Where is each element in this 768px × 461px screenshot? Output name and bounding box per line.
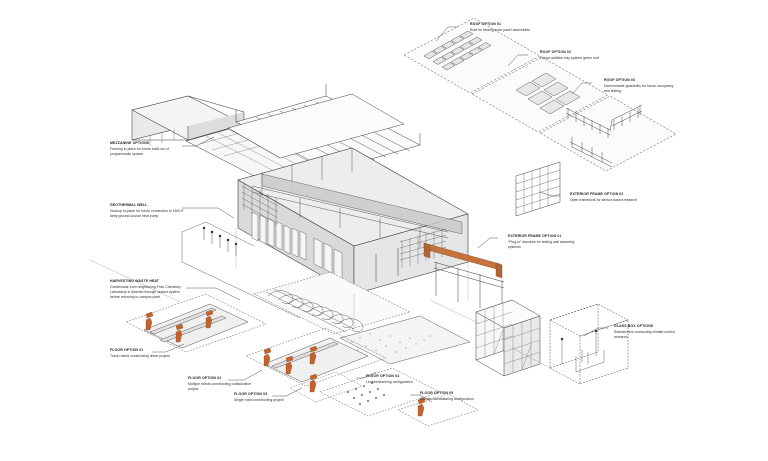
glass-box-building bbox=[475, 299, 541, 377]
callout-title: FLOOR OPTION 01 bbox=[110, 348, 144, 352]
leader-floor-02 bbox=[228, 369, 263, 381]
leader-geothermal bbox=[182, 207, 235, 219]
callout-title: HARVESTING WASTE HEAT bbox=[110, 279, 160, 283]
floor-plane-lecture-04 bbox=[319, 367, 441, 417]
glass-box-mullions bbox=[475, 303, 541, 372]
callout-title: GLASS BOX OPTIONS bbox=[614, 324, 654, 328]
mezzanine-volume bbox=[131, 95, 245, 146]
leader-ext-frame-02 bbox=[539, 191, 560, 197]
callout-exterior-frame-option-02: EXTERIOR FRAME OPTION 02 Open framework … bbox=[570, 192, 648, 203]
callout-title: ROOF OPTION 01 bbox=[470, 22, 502, 26]
callout-geothermal-well: GEOTHERMAL WELL Hookup in-place for futu… bbox=[110, 203, 186, 219]
callout-description: Future addition tray-system green roof bbox=[540, 55, 599, 60]
ground-reference-lines bbox=[89, 228, 551, 369]
leader-glass-box bbox=[583, 327, 608, 337]
callout-floor-option-03: FLOOR OPTION 03 Single robot constructin… bbox=[234, 392, 304, 403]
leader-mezzanine bbox=[182, 136, 215, 147]
lecture-seating bbox=[346, 381, 386, 406]
callout-floor-option-01: FLOOR OPTION 01 Track robots constructin… bbox=[110, 348, 180, 359]
callout-description: Framing in-place for future build-out of… bbox=[110, 146, 170, 156]
sandblast-robot bbox=[417, 397, 426, 417]
callout-mezzanine-options: MEZZANINE OPTIONS Framing in-place for f… bbox=[110, 141, 186, 157]
leader-floor-04 bbox=[356, 371, 377, 379]
callout-exterior-frame-option-01: EXTERIOR FRAME OPTION 01 “Plug-in” struc… bbox=[508, 234, 584, 250]
callout-title: FLOOR OPTION 05 bbox=[420, 391, 454, 395]
leader-waste-heat bbox=[186, 287, 241, 301]
callout-title: GEOTHERMAL WELL bbox=[110, 203, 148, 207]
callout-floor-option-04: FLOOR OPTION 04 Lecture/teaching configu… bbox=[366, 374, 430, 385]
demountable-guardrails bbox=[565, 104, 643, 168]
floor-plane-sandblast-05 bbox=[397, 393, 479, 427]
gravel-floor-plane bbox=[339, 315, 471, 365]
roof-plane-solar bbox=[403, 17, 541, 94]
leader-floor-03 bbox=[272, 387, 303, 397]
glass-box-dashed-volume bbox=[549, 303, 629, 385]
callout-title: EXTERIOR FRAME OPTION 01 bbox=[508, 234, 562, 238]
facade-grid-left bbox=[241, 182, 279, 226]
roof-canopy-upper bbox=[227, 93, 405, 159]
callout-harvesting-waste-heat: HARVESTING WASTE HEAT Condensate from ne… bbox=[110, 279, 188, 300]
leader-roof-02 bbox=[507, 54, 528, 67]
callout-description: Roof for testing solar panel assemblies bbox=[470, 27, 530, 32]
callout-title: FLOOR OPTION 04 bbox=[366, 374, 400, 378]
callout-description: Lecture/teaching configuration bbox=[366, 379, 413, 384]
callout-glass-box-options: GLASS BOX OPTIONS Researchers conducting… bbox=[614, 324, 686, 340]
solar-panel-row-1 bbox=[423, 30, 474, 60]
orange-beam bbox=[423, 242, 503, 279]
floor-plane-track-02 bbox=[245, 327, 387, 387]
leader-ext-frame-01 bbox=[477, 237, 498, 249]
green-roof-trays bbox=[515, 72, 581, 115]
callout-title: MEZZANINE OPTIONS bbox=[110, 141, 150, 145]
callout-floor-option-05: FLOOR OPTION 05 Robotic Sandblasting con… bbox=[420, 391, 484, 402]
callout-title: EXTERIOR FRAME OPTION 02 bbox=[570, 192, 624, 196]
track-robots bbox=[145, 309, 214, 343]
callout-title: ROOF OPTION 02 bbox=[540, 50, 572, 54]
callout-title: FLOOR OPTION 03 bbox=[234, 392, 268, 396]
floor-plane-track-01 bbox=[125, 293, 267, 353]
roof-plane-guardrail bbox=[539, 95, 677, 172]
callout-description: Single robot constructing project bbox=[234, 397, 284, 402]
gravel-texture bbox=[351, 333, 431, 353]
main-building-volume bbox=[237, 147, 469, 295]
callout-roof-option-01: ROOF OPTION 01 Roof for testing solar pa… bbox=[470, 22, 566, 33]
callout-title: FLOOR OPTION 02 bbox=[188, 376, 222, 380]
callout-title: ROOF OPTION 03 bbox=[604, 78, 636, 82]
exterior-frame-plugin bbox=[433, 261, 505, 314]
radiant-coil-floor bbox=[253, 271, 411, 335]
collaborative-robots bbox=[263, 345, 318, 375]
floor-plane-single-robot-03 bbox=[289, 371, 363, 403]
solar-panel-row-3 bbox=[441, 42, 492, 71]
leader-floor-05 bbox=[410, 394, 433, 403]
callout-description: Demountable guardrails for future occupa… bbox=[604, 83, 674, 93]
callout-description: Researchers conducting climate control r… bbox=[614, 329, 675, 339]
radiant-tubing bbox=[267, 290, 364, 332]
callout-description: “Plug-in” structure for testing wall ass… bbox=[508, 239, 575, 249]
researcher-figures bbox=[560, 329, 605, 373]
leader-lines bbox=[152, 26, 608, 403]
callout-description: Track robots constructing linear project bbox=[110, 353, 170, 358]
callout-description: Robotic Sandblasting configuration bbox=[420, 396, 474, 401]
leader-floor-01 bbox=[152, 343, 185, 353]
callout-description: Multiple robots constructing collaborati… bbox=[188, 381, 251, 391]
leader-roof-03 bbox=[571, 82, 592, 95]
leader-roof-01 bbox=[435, 26, 458, 42]
callout-roof-option-03: ROOF OPTION 03 Demountable guardrails fo… bbox=[604, 78, 676, 94]
callout-roof-option-02: ROOF OPTION 02 Future addition tray-syst… bbox=[540, 50, 636, 61]
well-bore-markers bbox=[202, 226, 238, 256]
callout-floor-option-02: FLOOR OPTION 02 Multiple robots construc… bbox=[188, 376, 260, 392]
building-columns bbox=[375, 248, 399, 282]
callout-description: Open framework for sensor-based research bbox=[570, 197, 638, 202]
geothermal-well-lines bbox=[181, 221, 301, 319]
roof-plane-green bbox=[471, 56, 609, 133]
exterior-frame-open bbox=[515, 161, 561, 217]
solar-panel-row-2 bbox=[432, 36, 483, 65]
callout-description: Hookup in-place for future connection to… bbox=[110, 208, 184, 218]
facade-window-band bbox=[251, 211, 343, 280]
callout-description: Condensate from neighboring Frick Chemis… bbox=[110, 284, 181, 299]
